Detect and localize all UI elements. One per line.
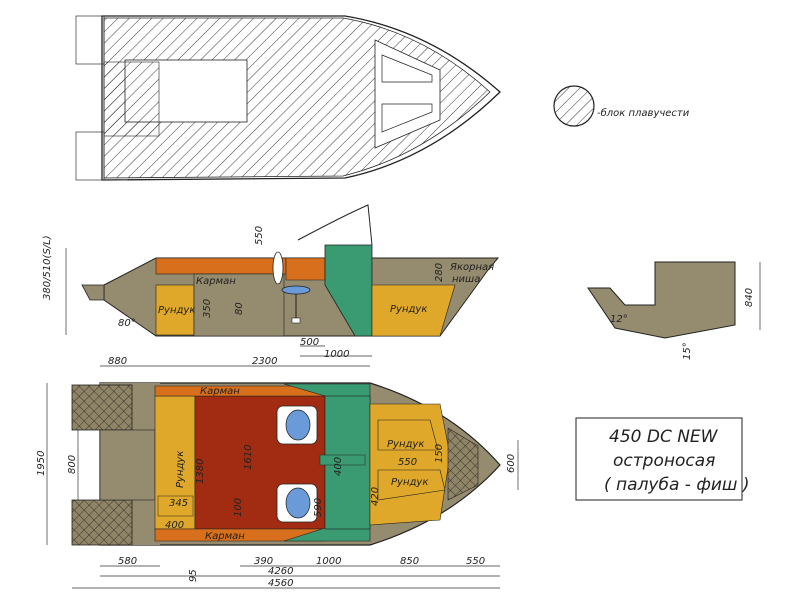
dim-4260: 4260 xyxy=(268,566,293,577)
dim-280-side: 280 xyxy=(434,263,445,282)
dim-1380: 1380 xyxy=(195,459,206,484)
seat-front xyxy=(276,405,318,445)
cross-section: 840 12° 15° xyxy=(587,261,761,360)
dim-390: 390 xyxy=(254,556,273,567)
model-deck-type: ( палуба - фиш ) xyxy=(604,475,750,495)
dim-400-a: 400 xyxy=(165,520,184,531)
legend: -блок плавучести xyxy=(553,85,690,127)
anchor-niche-label-1: Якорная xyxy=(449,262,494,273)
dim-100: 100 xyxy=(233,498,244,517)
top-karman-label: Карман xyxy=(200,386,240,397)
legend-label: -блок плавучести xyxy=(597,107,690,119)
anchor-niche-label-2: ниша xyxy=(452,274,480,285)
dim-2300: 2300 xyxy=(252,356,277,367)
dim-850: 850 xyxy=(400,556,419,567)
dim-1000: 1000 xyxy=(316,556,341,567)
dim-590: 590 xyxy=(313,498,324,517)
dim-550-a: 550 xyxy=(398,457,417,468)
dim-95: 95 xyxy=(188,569,199,582)
dim-400-b: 400 xyxy=(333,457,344,476)
dim-420: 420 xyxy=(370,487,381,506)
bottom-karman-label: Карман xyxy=(205,531,245,542)
angle-12-section: 12° xyxy=(610,314,628,325)
dim-height-side: 380/510(S/L) xyxy=(42,235,53,300)
dim-150: 150 xyxy=(434,444,445,463)
dim-800: 800 xyxy=(67,455,78,474)
dim-345: 345 xyxy=(169,498,188,509)
deck-plan-bottom: Карман Карман Рундук Рундук Рундук 880 2… xyxy=(36,356,519,589)
dim-1000-side: 1000 xyxy=(324,349,349,360)
dim-840-section: 840 xyxy=(744,288,755,307)
title-block: 450 DC NEW остроносая ( палуба - фиш ) xyxy=(575,417,750,501)
side-karman-label: Карман xyxy=(196,276,236,287)
dim-580: 580 xyxy=(118,556,137,567)
dim-4560: 4560 xyxy=(268,578,293,589)
flotation-block-swatch xyxy=(553,85,595,127)
dim-500-side: 500 xyxy=(300,337,319,348)
model-subtitle: остроносая xyxy=(613,451,715,471)
dim-80-side: 80 xyxy=(234,302,245,315)
dim-880: 880 xyxy=(108,356,127,367)
dim-1610: 1610 xyxy=(243,445,254,470)
dim-angle-80: 80° xyxy=(118,318,136,329)
dim-350-side: 350 xyxy=(202,299,213,318)
dim-1950: 1950 xyxy=(36,451,47,476)
angle-15-section: 15° xyxy=(682,342,693,360)
bow-rundyk-label-2: Рундук xyxy=(391,477,428,488)
dim-550-b: 550 xyxy=(466,556,485,567)
deck-plan-top xyxy=(75,15,501,181)
side-rundyk-right-label: Рундук xyxy=(390,304,427,315)
stern-rundyk-label: Рундук xyxy=(175,451,186,488)
dim-600: 600 xyxy=(506,454,517,473)
side-view: Карман Рундук Рундук Якорная ниша 550 28… xyxy=(42,204,500,360)
bow-rundyk-label-1: Рундук xyxy=(387,439,424,450)
dim-550-side: 550 xyxy=(254,226,265,245)
seat-rear xyxy=(276,483,318,523)
side-rundyk-left-label: Рундук xyxy=(158,305,195,316)
model-title: 450 DC NEW xyxy=(609,427,719,447)
